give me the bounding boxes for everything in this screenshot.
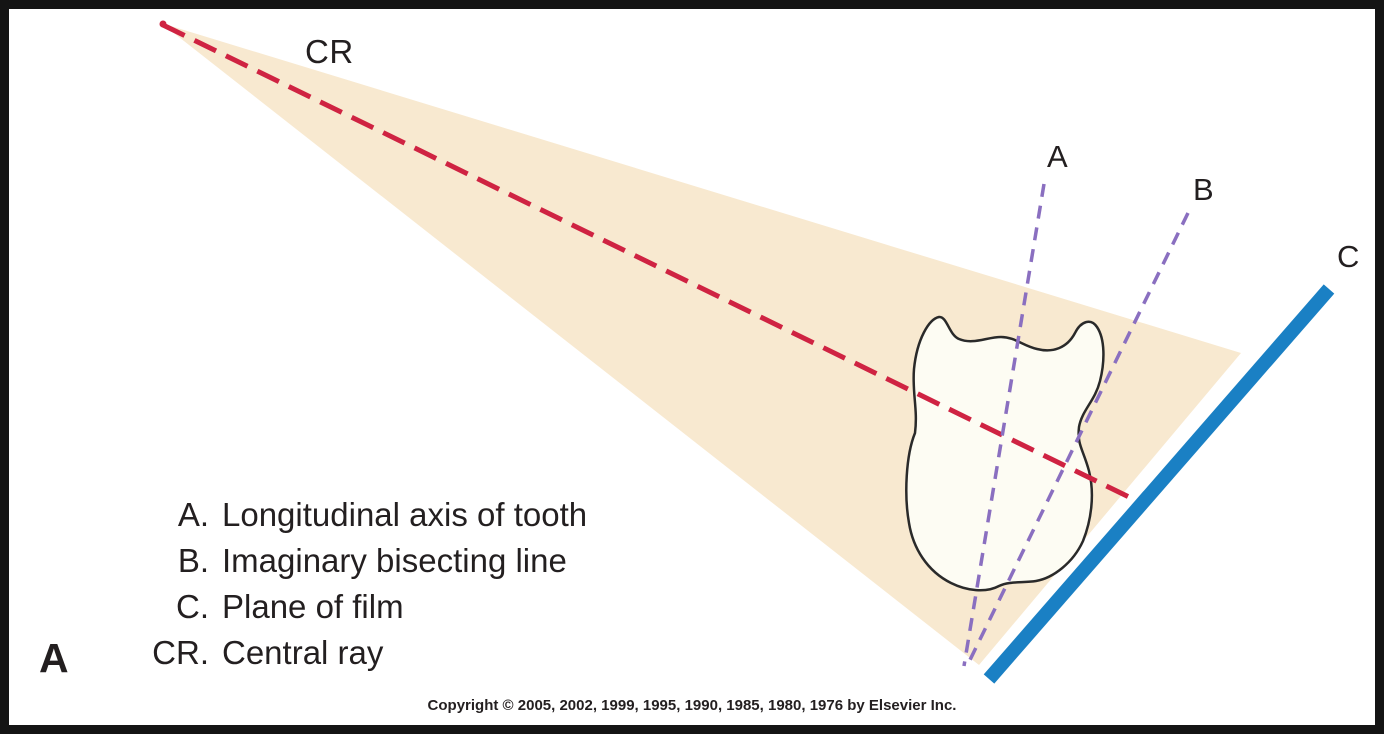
diagram-canvas: [159, 20, 1335, 684]
legend-text: Imaginary bisecting line: [222, 542, 567, 579]
legend-text: Plane of film: [222, 588, 404, 625]
legend-key: C.: [176, 588, 209, 625]
legend-row-c: C. Plane of film: [127, 588, 587, 634]
legend-key: B.: [177, 542, 209, 579]
legend-text: Central ray: [222, 634, 384, 671]
axis-a-label: A: [1047, 139, 1069, 174]
legend-row-a: A. Longitudinal axis of tooth: [127, 496, 587, 542]
tooth-outline: [905, 315, 1105, 592]
central-ray-line: [161, 22, 1133, 501]
legend: A. Longitudinal axis of tooth B. Imagina…: [127, 496, 587, 680]
legend-key: A.: [177, 496, 209, 533]
legend-key: CR.: [152, 634, 209, 671]
axis-b-label: B: [1193, 172, 1215, 207]
copyright-text: Copyright © 2005, 2002, 1999, 1995, 1990…: [427, 697, 957, 714]
bisecting-line: [966, 212, 1190, 665]
legend-row-b: B. Imaginary bisecting line: [127, 542, 587, 588]
central-ray-source-dot: [159, 20, 167, 28]
legend-text: Longitudinal axis of tooth: [222, 496, 588, 533]
film-plane-line: [983, 284, 1335, 684]
central-ray-label: CR: [305, 33, 354, 70]
longitudinal-axis-line: [962, 183, 1046, 667]
panel-label: A: [39, 635, 69, 681]
film-c-label: C: [1337, 239, 1360, 274]
legend-row-cr: CR. Central ray: [127, 634, 587, 680]
